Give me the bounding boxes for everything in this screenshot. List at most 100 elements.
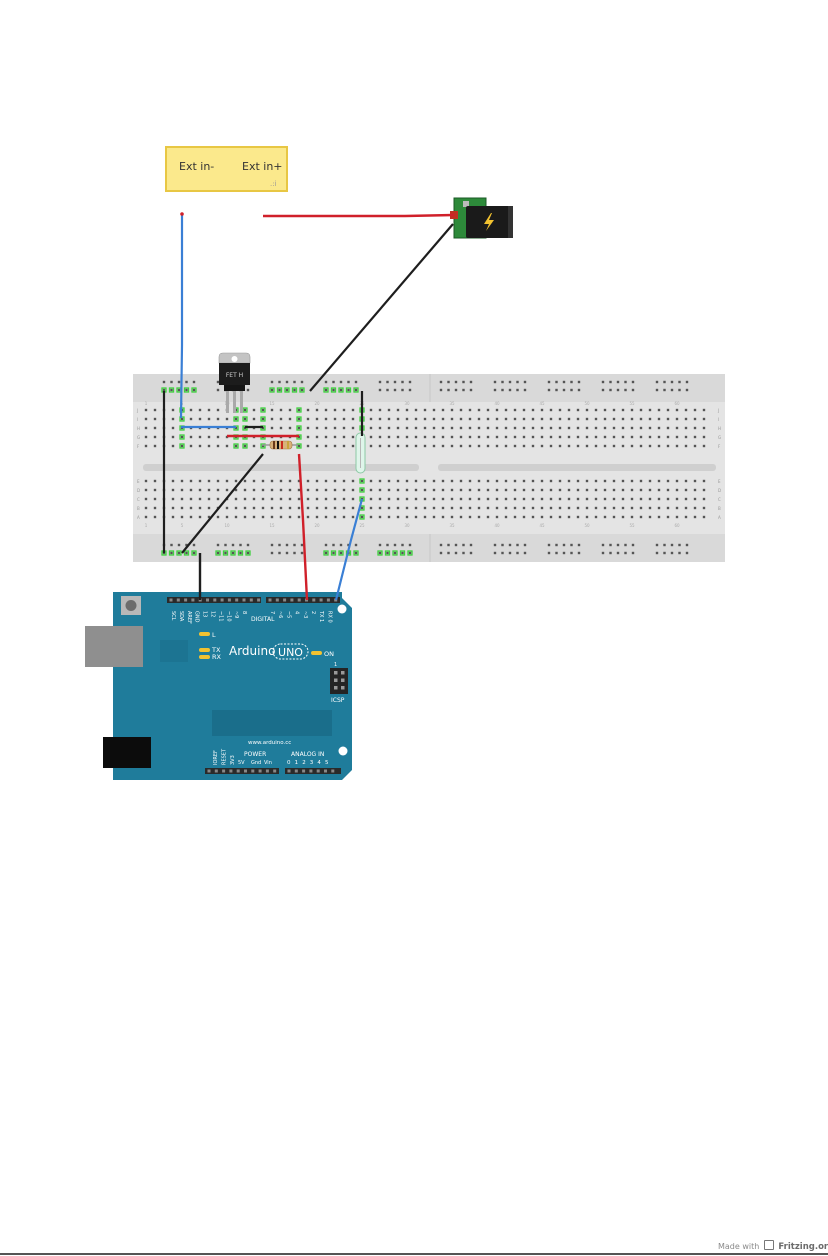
breadboard-hole [216, 417, 220, 421]
breadboard-hole [225, 515, 229, 519]
rail-hole [670, 543, 674, 547]
rail-hole [300, 551, 304, 555]
header-pin[interactable] [309, 769, 313, 773]
connected-rail-hole [176, 550, 182, 556]
column-number-bottom: 35 [449, 523, 455, 528]
header-pin[interactable] [287, 769, 291, 773]
header-pin[interactable] [294, 769, 298, 773]
breadboard-hole [459, 444, 463, 448]
reed-switch[interactable] [355, 432, 366, 474]
header-pin[interactable] [331, 769, 335, 773]
breadboard-hole [396, 417, 400, 421]
wire-blue-ext-in-minus[interactable] [179, 214, 184, 419]
header-pin[interactable] [265, 769, 269, 773]
breadboard-hole [225, 444, 229, 448]
rail-hole [170, 543, 173, 547]
header-pin[interactable] [257, 598, 261, 602]
breadboard-hole [558, 488, 562, 492]
led-tx-label: TX [211, 646, 221, 654]
resistor[interactable] [262, 440, 298, 450]
header-pin[interactable] [302, 769, 306, 773]
header-pin[interactable] [312, 598, 316, 602]
regulator-marking: FET H [226, 372, 243, 379]
breadboard-hole [279, 488, 283, 492]
rail-hole [663, 388, 666, 392]
voltage-regulator[interactable]: FET H [218, 352, 251, 413]
header-pin[interactable] [258, 769, 262, 773]
header-pin[interactable] [222, 769, 226, 773]
rail-hole [332, 543, 335, 547]
breadboard-hole [369, 408, 373, 412]
header-pin[interactable] [326, 598, 330, 602]
row-letter-right: C [718, 497, 721, 502]
breadboard-hole [324, 479, 328, 483]
arduino-uno-board[interactable]: ICSP 1 L TX RX ON Arduino UNO www.arduin… [85, 592, 352, 780]
header-pin[interactable] [213, 598, 217, 602]
header-pin[interactable] [206, 598, 209, 602]
breadboard-hole [144, 417, 148, 421]
header-pin[interactable] [229, 769, 233, 773]
breadboard-hole [216, 479, 220, 483]
rail-hole [508, 388, 512, 392]
header-pin[interactable] [184, 598, 188, 602]
header-pin[interactable] [176, 598, 180, 602]
breadboard-hole [630, 506, 634, 510]
header-pin[interactable] [324, 769, 327, 773]
mount-hole-top [337, 604, 347, 614]
header-pin[interactable] [297, 598, 301, 602]
header-pin[interactable] [319, 598, 323, 602]
usb-port [85, 626, 143, 667]
regulator-base [224, 385, 245, 391]
breadboard-hole [171, 497, 175, 501]
header-pin[interactable] [235, 598, 239, 602]
breadboard-hole [378, 488, 382, 492]
header-pin[interactable] [290, 598, 294, 602]
header-pin[interactable] [244, 769, 247, 773]
wire-blue-arduino-pin1[interactable] [334, 498, 364, 601]
header-pin[interactable] [242, 598, 246, 602]
header-pin[interactable] [191, 598, 195, 602]
breadboard-hole [180, 497, 184, 501]
row-letter-right: E [718, 479, 721, 484]
header-pin[interactable] [207, 769, 211, 773]
breadboard-hole [333, 417, 337, 421]
rail-hole [655, 380, 659, 384]
header-pin[interactable] [275, 598, 279, 602]
header-pin[interactable] [334, 598, 338, 602]
rail-hole [547, 543, 551, 547]
icsp-pin [334, 686, 338, 690]
wire-red-arduino-pin3[interactable] [297, 453, 309, 601]
breadboard-hole [261, 408, 265, 412]
dc-power-jack[interactable] [450, 197, 513, 239]
breadboard-hole [207, 444, 211, 448]
connected-hole [233, 443, 239, 449]
wire-black-ground-rail[interactable] [181, 453, 264, 554]
wire-black-jack-ground[interactable] [309, 223, 454, 392]
header-pin[interactable] [249, 598, 253, 602]
header-pin[interactable] [251, 769, 255, 773]
header-pin[interactable] [227, 598, 231, 602]
bottom-power-rail [133, 534, 725, 562]
regulator-leg-gnd [233, 391, 236, 413]
header-pin[interactable] [236, 769, 240, 773]
rail-hole [347, 388, 350, 392]
header-pin[interactable] [316, 769, 320, 773]
breadboard-hole [504, 497, 508, 501]
footer-brand[interactable]: Fritzing.org [778, 1242, 828, 1252]
breadboard-hole [288, 479, 292, 483]
header-pin[interactable] [214, 769, 218, 773]
breadboard-hole [495, 497, 499, 501]
breadboard-hole [171, 515, 175, 519]
header-pin[interactable] [273, 769, 277, 773]
header-pin[interactable] [169, 598, 173, 602]
header-pin[interactable] [268, 598, 272, 602]
breadboard-hole [198, 435, 202, 439]
wire-red-ext-in-plus[interactable] [263, 213, 455, 218]
breadboard-hole [648, 408, 652, 412]
rail-hole [285, 543, 289, 547]
rail-hole [270, 380, 274, 384]
header-pin[interactable] [283, 598, 287, 602]
breadboard-hole [675, 444, 679, 448]
breadboard-hole [324, 488, 328, 492]
header-pin[interactable] [220, 598, 224, 602]
